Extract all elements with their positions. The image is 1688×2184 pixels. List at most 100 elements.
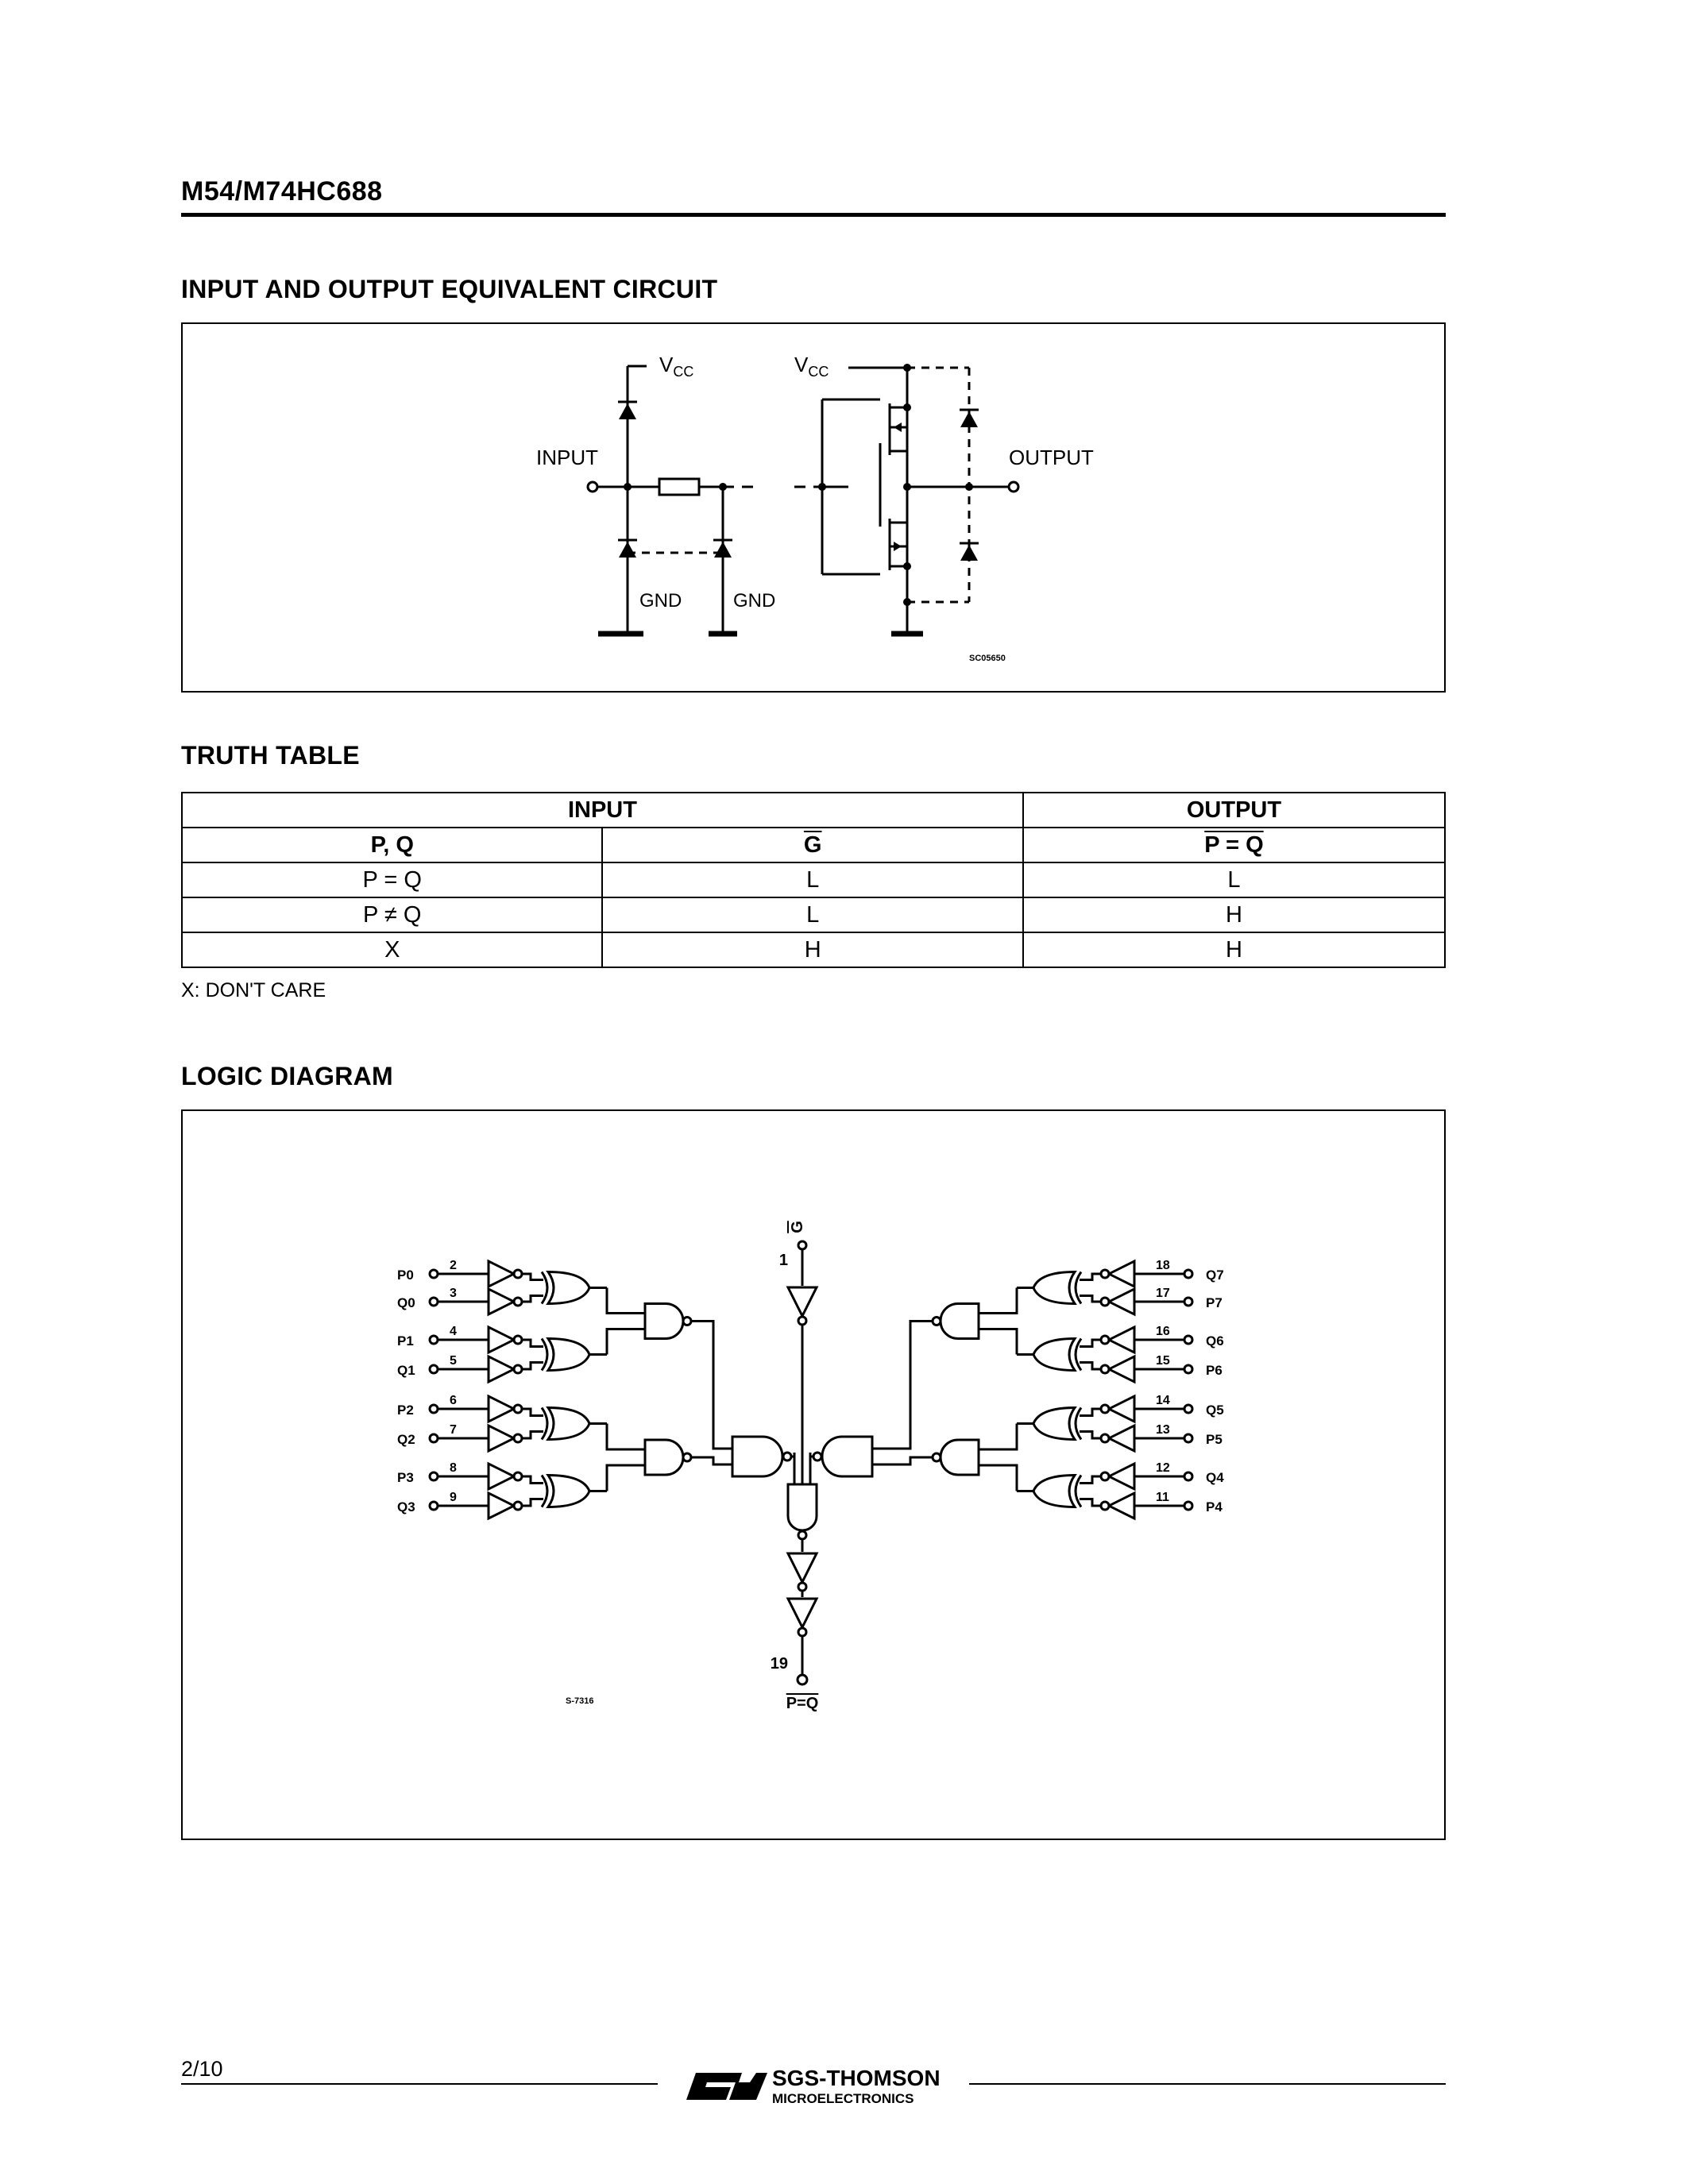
document-title: M54/M74HC688 [181,176,383,206]
input-name: P2 [397,1403,414,1418]
wire [1080,1475,1101,1484]
input-buffer [487,1394,517,1424]
pin-number: 3 [450,1287,457,1300]
input-buffer [487,1259,517,1289]
wire [1080,1498,1101,1507]
table-cell: H [1022,932,1447,968]
input-terminal [1183,1433,1194,1444]
wire [1080,1430,1101,1440]
input-label: INPUT [536,446,598,469]
xor-gate-arc [1074,1337,1083,1372]
pin-number: 6 [450,1394,457,1407]
input-buffer [487,1354,517,1384]
truth-table-heading: TRUTH TABLE [181,741,360,770]
wire [979,1287,1018,1314]
xor-gate-arc [540,1337,549,1372]
output-label: P=Q [786,1695,819,1712]
input-terminal [428,1471,439,1482]
pin-number: 12 [1156,1461,1170,1475]
pin-number: 18 [1156,1259,1170,1272]
input-terminal [428,1403,439,1414]
pin-number: 11 [1156,1491,1169,1504]
wire [691,1320,732,1450]
pin-number: 9 [450,1491,457,1504]
inversion-bubble [931,1316,942,1326]
table-row: X H H [180,932,1447,968]
pin-number: 17 [1156,1287,1170,1300]
input-name: P3 [397,1470,414,1485]
input-terminal [428,1334,439,1345]
input-terminal [428,1500,439,1511]
gnd-label: GND [639,590,682,612]
nand-gate [643,1302,685,1340]
table-cell: H [601,932,1024,968]
input-buffer [1106,1491,1136,1521]
output-column-header: P = Q [1022,827,1447,863]
wire [522,1430,543,1440]
input-terminal [428,1433,439,1444]
input-name: Q4 [1206,1470,1224,1485]
wire [872,1320,933,1450]
input-name: P4 [1206,1499,1223,1515]
wire [1080,1407,1101,1417]
pin-number: 4 [450,1325,457,1338]
input-name: Q5 [1206,1403,1224,1418]
wire [979,1328,1018,1355]
table-cell: L [601,897,1024,933]
inversion-bubble [512,1403,523,1414]
wire [1080,1338,1101,1348]
input-name: P6 [1206,1363,1223,1378]
input-buffer [1106,1259,1136,1289]
input-name: Q1 [397,1363,415,1378]
input-name: Q6 [1206,1333,1224,1349]
input-terminal [1183,1268,1194,1279]
wire [605,1464,645,1491]
footer-rule [969,2083,1446,2085]
footer-rule [181,2083,658,2085]
wire [605,1423,645,1451]
xor-gate [1032,1406,1077,1441]
input-buffer [487,1423,517,1453]
input-terminal [1183,1364,1194,1375]
truth-table-note: X: DON'T CARE [181,979,326,1001]
input-name: P1 [397,1333,414,1349]
input-buffer [487,1287,517,1317]
table-cell: L [601,862,1024,898]
vcc-left-label: VCC [659,353,693,380]
table-row: P ≠ Q L H [180,897,1447,933]
input-terminal [428,1364,439,1375]
xor-gate [546,1406,591,1441]
nand-gate [939,1302,980,1340]
logic-diagram-svg: P02Q03P14Q15P26Q27P38Q39Q718P717Q616P615… [397,1221,1224,1712]
table-cell: P = Q [180,862,604,898]
inversion-bubble [512,1364,523,1375]
inversion-bubble [1099,1403,1111,1414]
inversion-bubble [1099,1433,1111,1444]
inversion-bubble [512,1268,523,1279]
table-cell: P ≠ Q [180,897,604,933]
equivalent-circuit-svg: VCC VCC INPUT OUTPUT GND GND SC05650 [536,353,1094,663]
input-buffer [487,1461,517,1491]
wire [522,1498,543,1507]
xor-gate-arc [1074,1406,1083,1441]
nand-gate [643,1438,685,1476]
inversion-bubble [512,1500,523,1511]
input-name: Q0 [397,1295,415,1310]
xor-gate [1032,1337,1077,1372]
inversion-bubble [512,1334,523,1345]
g-column-header: G [601,827,1024,863]
pin-number: 8 [450,1461,457,1475]
inversion-bubble [1099,1268,1111,1279]
xor-gate-arc [540,1474,549,1508]
wire [872,1456,933,1466]
inversion-bubble [1099,1471,1111,1482]
xor-gate [546,1270,591,1306]
inversion-bubble [1099,1364,1111,1375]
output-label: OUTPUT [1009,446,1094,469]
input-name: P5 [1206,1432,1223,1447]
nand-gate [939,1438,980,1476]
input-buffer [1106,1394,1136,1424]
wire [522,1361,543,1371]
wire [522,1338,543,1348]
inversion-bubble [512,1471,523,1482]
